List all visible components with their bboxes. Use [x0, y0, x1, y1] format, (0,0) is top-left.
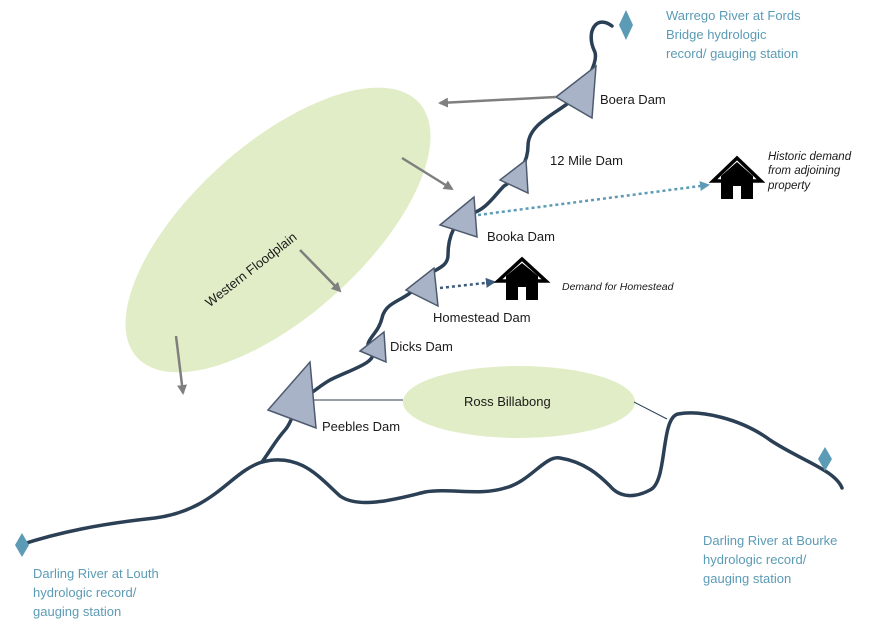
historic-demand-label: Historic demand from adjoining property: [768, 150, 851, 193]
peebles-dam-icon: [266, 360, 317, 430]
louth-gauge-icon: [15, 533, 29, 557]
warrego-gauge-line-1: Warrego River at Fords: [666, 8, 801, 23]
boera-dam-label: Boera Dam: [600, 92, 666, 107]
flow-arrow-floodplain-homestead: [299, 249, 342, 293]
historic-demand-line-1: Historic demand: [768, 151, 852, 163]
warrego-gauge-label: Warrego River at Fords Bridge hydrologic…: [666, 7, 801, 64]
boera-dam-icon: [554, 64, 597, 120]
ross-billabong-label: Ross Billabong: [464, 394, 551, 409]
homestead-dam-icon: [404, 266, 439, 308]
warrego-gauge-icon: [619, 10, 633, 40]
bourke-gauge-line-2: hydrologic record/: [703, 551, 807, 567]
booka-dam-icon: [438, 195, 478, 239]
homestead-house-icon: [493, 256, 551, 300]
homestead-dam-label: Homestead Dam: [433, 310, 531, 325]
homestead-demand-label: Demand for Homestead: [562, 281, 674, 293]
historic-demand-line-3: property: [768, 179, 811, 192]
peebles-dam-label: Peebles Dam: [322, 419, 401, 434]
louth-gauge-line-3: gauging station: [33, 603, 122, 619]
historic-demand-line-2: from adjoining: [768, 165, 841, 178]
warrego-gauge-line-2: Bridge hydrologic: [666, 26, 767, 42]
flow-arrow-boera-floodplain: [438, 95, 557, 108]
western-floodplain-area: [125, 87, 431, 373]
dicks-dam-icon: [358, 330, 387, 364]
flow-arrow-floodplain-darling: [174, 335, 187, 395]
ross-billabong-area: [403, 366, 635, 438]
dicks-dam-label: Dicks Dam: [390, 339, 453, 354]
12-mile-dam-label: 12 Mile Dam: [550, 153, 623, 168]
booka-dam-label: Booka Dam: [487, 229, 555, 244]
bourke-gauge-line-1: Darling River at Bourke: [703, 533, 838, 548]
louth-gauge-line-1: Darling River at Louth: [33, 566, 159, 581]
historic-demand-house-icon: [708, 155, 766, 199]
louth-gauge-line-2: hydrologic record/: [33, 584, 137, 600]
bourke-gauge-label: Darling River at Bourke hydrologic recor…: [703, 532, 837, 589]
bourke-gauge-icon: [818, 447, 832, 471]
homestead-demand-arrow: [439, 277, 496, 290]
flow-arrow-floodplain-12mile: [401, 156, 454, 191]
12-mile-dam-icon: [498, 158, 529, 195]
warrego-gauge-line-3: record/ gauging station: [666, 45, 799, 61]
darling-river: [18, 411, 844, 547]
bourke-gauge-line-3: gauging station: [703, 570, 792, 586]
billabong-darling-link: [633, 401, 668, 420]
louth-gauge-label: Darling River at Louth hydrologic record…: [33, 565, 159, 622]
historic-demand-arrow: [477, 181, 710, 217]
